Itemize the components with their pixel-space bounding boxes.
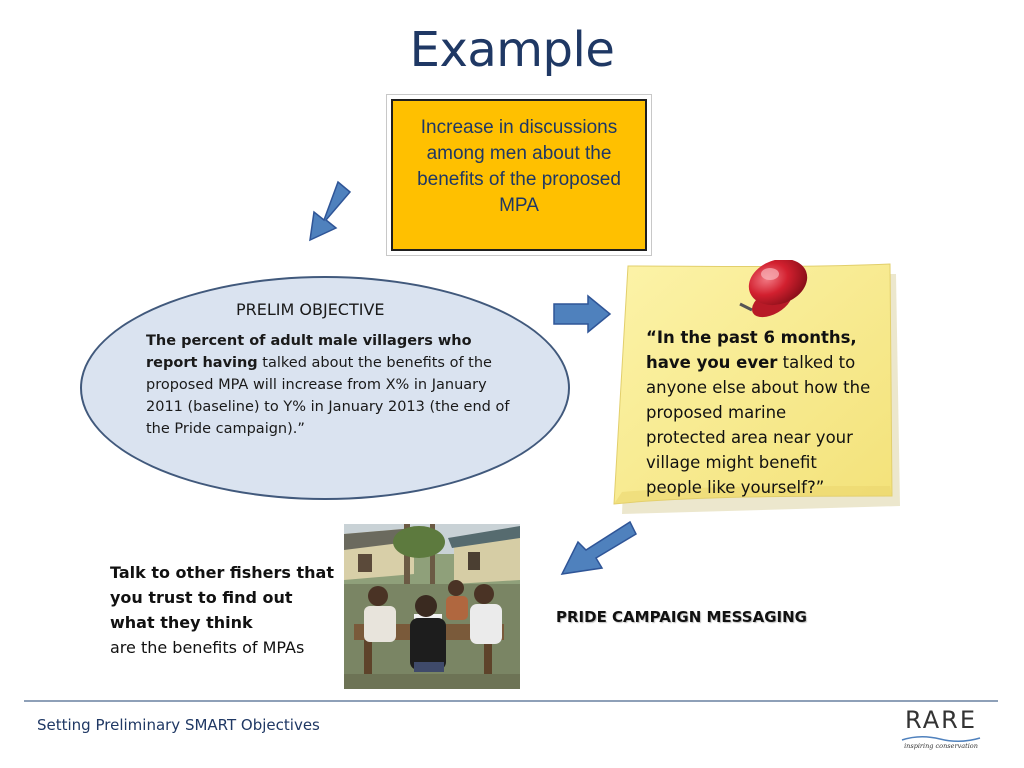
survey-question-text: “In the past 6 months, have you ever tal… bbox=[646, 325, 871, 500]
prelim-objective-rest: talked about the benefits of the propose… bbox=[146, 355, 510, 437]
logo-wave-icon bbox=[901, 736, 981, 742]
arrow-down-left-icon bbox=[560, 520, 637, 575]
footer-text: Setting Preliminary SMART Objectives bbox=[37, 716, 320, 734]
goal-frame: Increase in discussions among men about … bbox=[386, 94, 652, 256]
campaign-message-bold: Talk to other fishers that you trust to … bbox=[110, 563, 334, 632]
prelim-objective-bold: The percent of adult male villagers who … bbox=[146, 333, 472, 371]
push-pin-icon bbox=[739, 260, 808, 318]
logo-word: RARE bbox=[905, 706, 977, 734]
prelim-objective-ellipse bbox=[80, 276, 570, 500]
arrow-right-icon bbox=[553, 294, 612, 334]
sticky-note bbox=[613, 260, 900, 514]
footer-divider bbox=[24, 700, 998, 702]
fishers-photo bbox=[344, 524, 520, 689]
rare-logo: RARE inspiring conservation bbox=[896, 706, 986, 754]
pride-campaign-label: PRIDE CAMPAIGN MESSAGING bbox=[556, 608, 807, 626]
prelim-objective-text: The percent of adult male villagers who … bbox=[146, 330, 526, 440]
survey-question-bold: “In the past 6 months, have you ever bbox=[646, 328, 857, 372]
slide-title: Example bbox=[409, 22, 615, 78]
campaign-message-rest: are the benefits of MPAs bbox=[110, 638, 305, 657]
arrow-down-left-icon bbox=[309, 180, 352, 242]
logo-tagline: inspiring conservation bbox=[904, 742, 978, 750]
goal-box: Increase in discussions among men about … bbox=[391, 99, 647, 251]
prelim-objective-heading: PRELIM OBJECTIVE bbox=[236, 300, 385, 319]
survey-question-rest: talked to anyone else about how the prop… bbox=[646, 353, 871, 497]
campaign-message-text: Talk to other fishers that you trust to … bbox=[110, 560, 340, 660]
